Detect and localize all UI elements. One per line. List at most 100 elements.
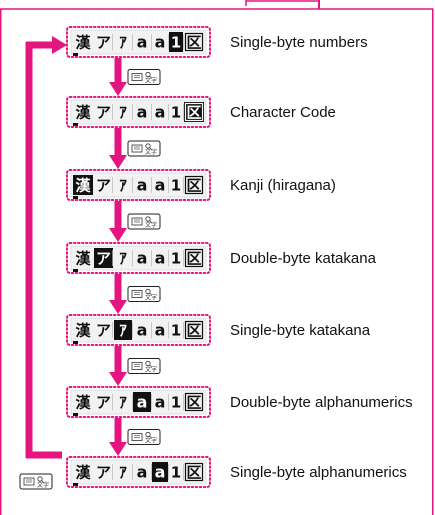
char-cell: 漢 <box>75 34 91 52</box>
char-cell: ア <box>96 104 111 122</box>
char-glyph: ア <box>96 104 111 122</box>
char-glyph: 区 <box>186 394 201 412</box>
mode-label: Double-byte alphanumerics <box>230 394 413 411</box>
char-cell: a <box>155 249 166 268</box>
char-cell: ア <box>96 464 111 482</box>
char-cell: ｱ <box>114 320 132 340</box>
char-glyph: a <box>155 463 166 482</box>
char-glyph: a <box>155 393 166 412</box>
row-highlight-outline <box>66 169 211 201</box>
char-cell: a <box>137 33 148 52</box>
char-cell: a <box>152 462 168 482</box>
char-cell: a <box>137 249 148 268</box>
char-glyph: ア <box>96 250 111 268</box>
step-arrow <box>109 58 161 96</box>
step-arrow <box>109 418 161 456</box>
char-glyph: 区 <box>186 322 201 340</box>
row-highlight-outline <box>66 314 211 346</box>
char-cell: 1 <box>169 32 183 52</box>
char-glyph: 区 <box>186 464 201 482</box>
char-cell: a <box>155 103 166 122</box>
char-glyph: 区 <box>186 104 201 122</box>
char-glyph: 1 <box>171 394 181 412</box>
char-cell: a <box>155 33 166 52</box>
char-glyph: 漢 <box>75 250 91 268</box>
char-cell: a <box>137 321 148 340</box>
step-arrows <box>109 58 161 456</box>
loop-back-arrow <box>25 36 67 459</box>
char-cell: a <box>133 392 151 412</box>
char-cell: ア <box>96 177 111 195</box>
mode-switch-key-icon[interactable] <box>127 429 161 445</box>
char-cell: 1 <box>171 464 181 482</box>
char-cell: ア <box>96 34 111 52</box>
text-cursor <box>73 123 78 126</box>
char-glyph: ア <box>96 394 111 412</box>
mode-label: Single-byte numbers <box>230 34 368 51</box>
char-cell: ｱ <box>119 177 127 195</box>
char-cell: 漢 <box>75 250 91 268</box>
char-cell: ア <box>96 322 111 340</box>
mode-switch-key-icon[interactable] <box>127 213 161 230</box>
char-glyph: ｱ <box>119 104 127 122</box>
char-cell: ｱ <box>119 394 127 412</box>
char-glyph: 1 <box>171 464 181 482</box>
char-cell: 1 <box>171 394 181 412</box>
row-highlight-outline <box>66 96 211 128</box>
mode-switch-key-icon[interactable] <box>127 69 161 85</box>
char-cell: 1 <box>171 177 181 195</box>
char-cell: 漢 <box>75 394 91 412</box>
step-arrow <box>109 128 161 169</box>
char-cell: ｱ <box>119 104 127 122</box>
char-glyph: a <box>155 103 166 122</box>
char-cell: a <box>155 321 166 340</box>
char-glyph: 区 <box>186 177 201 195</box>
mode-label: Character Code <box>230 104 336 121</box>
char-glyph: 1 <box>171 322 181 340</box>
char-glyph: a <box>137 321 148 340</box>
char-glyph: a <box>155 321 166 340</box>
char-cell: 区 <box>184 102 204 122</box>
char-cell: a <box>137 463 148 482</box>
char-glyph: ｱ <box>119 250 127 268</box>
char-glyph: ア <box>96 464 111 482</box>
char-cell: 漢 <box>73 175 93 195</box>
mode-switch-key-icon[interactable] <box>19 473 53 490</box>
row-highlight-outline <box>66 386 211 418</box>
char-glyph: 区 <box>186 250 201 268</box>
char-cell: ア <box>96 394 111 412</box>
char-cell: a <box>137 176 148 195</box>
char-glyph: a <box>155 33 166 52</box>
step-arrow <box>109 346 161 386</box>
mode-label: Kanji (hiragana) <box>230 177 336 194</box>
char-glyph: a <box>137 463 148 482</box>
char-cell: a <box>155 176 166 195</box>
char-cell: ｱ <box>119 250 127 268</box>
char-cell: 区 <box>184 462 204 482</box>
mode-switch-key-icon[interactable] <box>127 358 161 374</box>
char-cell: 1 <box>171 104 181 122</box>
mode-switch-key-icon[interactable] <box>127 140 161 157</box>
char-glyph: 1 <box>171 34 181 52</box>
char-glyph: ｱ <box>119 34 127 52</box>
mode-label: Single-byte alphanumerics <box>230 464 407 481</box>
char-cell: 漢 <box>75 104 91 122</box>
row-highlight-outline <box>66 456 211 488</box>
char-glyph: a <box>137 103 148 122</box>
text-cursor <box>73 269 78 272</box>
char-cell: 1 <box>171 322 181 340</box>
char-glyph: 1 <box>171 177 181 195</box>
diagram-frame <box>0 8 434 515</box>
char-glyph: a <box>155 249 166 268</box>
char-glyph: 1 <box>171 250 181 268</box>
char-cell: 1 <box>171 250 181 268</box>
char-glyph: a <box>155 176 166 195</box>
char-glyph: a <box>137 393 148 412</box>
mode-switch-key-icon[interactable] <box>127 286 161 302</box>
char-glyph: a <box>137 33 148 52</box>
